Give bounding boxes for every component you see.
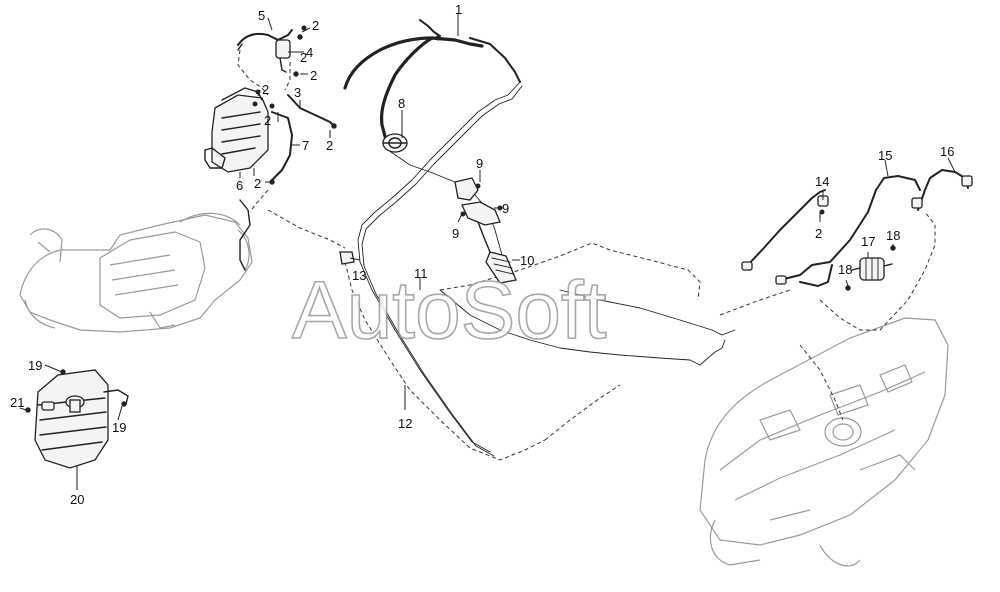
callout-2-a: 2: [312, 18, 319, 33]
callout-2-e: 2: [326, 138, 333, 153]
callout-4: 4: [306, 45, 313, 60]
callout-6: 6: [236, 178, 243, 193]
callout-9-c: 9: [452, 226, 459, 241]
watermark-text: AutoSoft: [292, 265, 607, 356]
callout-18-a: 18: [886, 228, 900, 243]
callout-2-h: 2: [300, 50, 307, 65]
callout-8: 8: [398, 96, 405, 111]
callout-18-b: 18: [838, 262, 852, 277]
part-13-clip: [339, 251, 355, 265]
leader-lines: [19, 14, 956, 490]
callout-20: 20: [70, 492, 84, 507]
routing-dashes: [237, 49, 936, 461]
callout-labels: 1 2 2 2 2 2 2 2 2 3 4 5 6 7 8 9 9 9 10 1…: [10, 2, 954, 507]
part-4-valve: [275, 34, 303, 73]
callout-9-a: 9: [476, 156, 483, 171]
callout-9-b: 9: [502, 201, 509, 216]
part-3-hose: [287, 71, 337, 129]
part-6-canister: [204, 87, 275, 173]
callout-3: 3: [294, 85, 301, 100]
callout-14: 14: [815, 174, 829, 189]
callout-21: 21: [10, 395, 24, 410]
callout-15: 15: [878, 148, 892, 163]
part-17-fuel-filter: [845, 245, 896, 291]
callout-19-a: 19: [28, 358, 42, 373]
part-10-pedal: [454, 177, 517, 284]
callout-19-b: 19: [112, 420, 126, 435]
part-20-reservoir: [25, 369, 129, 469]
engine-outline: [19, 212, 253, 333]
callout-2-f: 2: [254, 176, 261, 191]
callout-16: 16: [940, 144, 954, 159]
callout-7: 7: [302, 138, 309, 153]
callout-2-b: 2: [310, 68, 317, 83]
callout-12: 12: [398, 416, 412, 431]
part-5-hose: [237, 29, 293, 51]
callout-13: 13: [352, 268, 366, 283]
callout-2-g: 2: [815, 226, 822, 241]
fuel-tank-outline: [699, 317, 949, 567]
callout-2-c: 2: [262, 82, 269, 97]
callout-11: 11: [414, 266, 428, 281]
brake-and-fuel-lines: [343, 19, 969, 457]
fastener-dots: [255, 25, 441, 95]
part-8-bracket: [382, 133, 408, 153]
callout-10: 10: [520, 253, 534, 268]
callout-5: 5: [258, 8, 265, 23]
callout-1: 1: [455, 2, 462, 17]
callout-2-d: 2: [264, 113, 271, 128]
callout-17: 17: [861, 234, 875, 249]
